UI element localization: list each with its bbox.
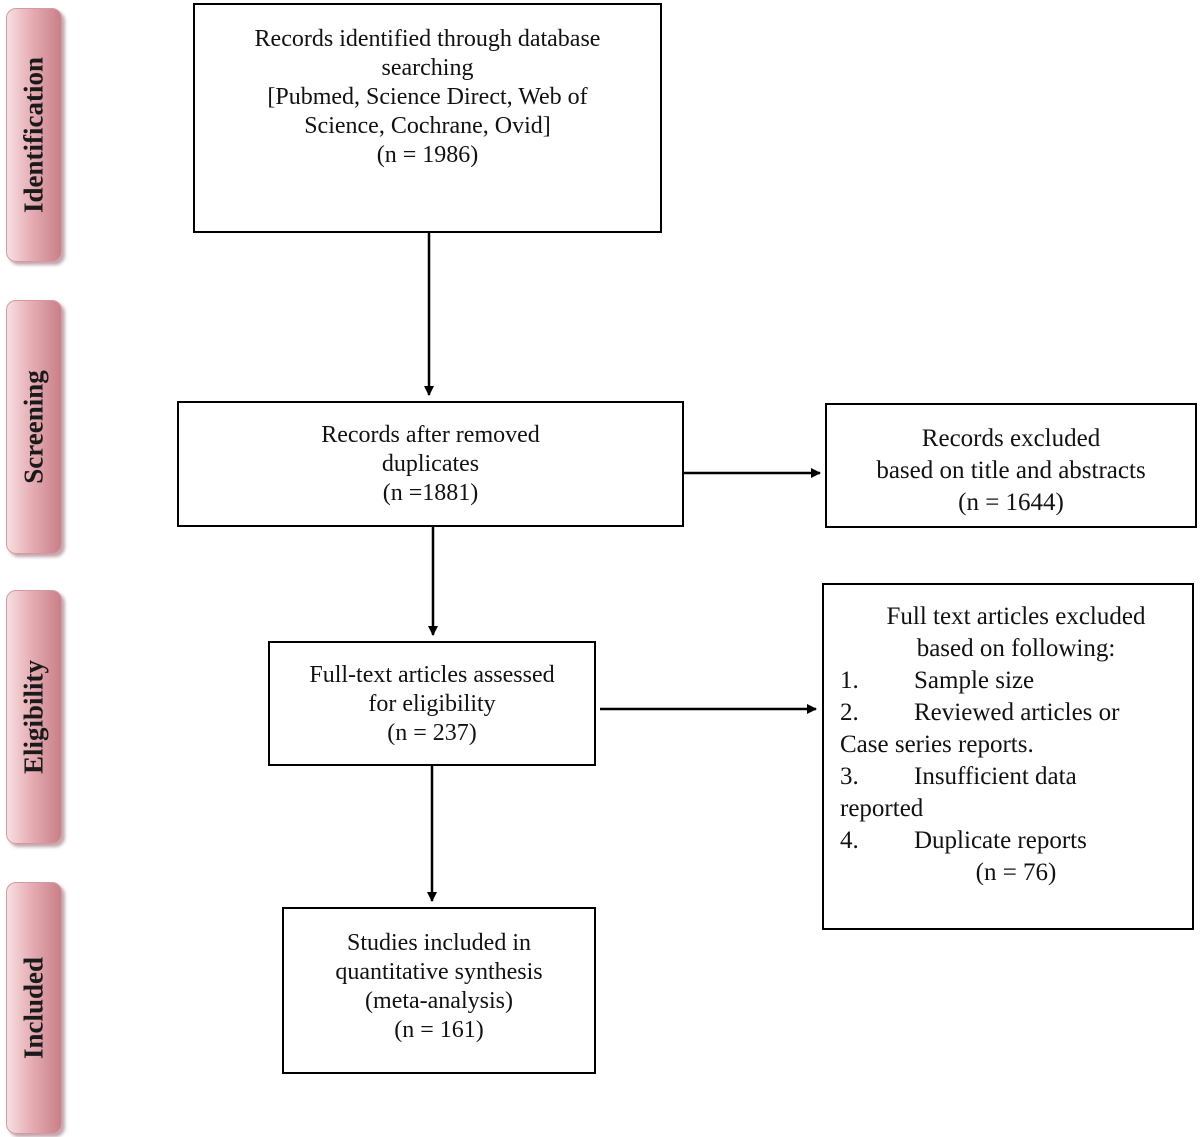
box-studies-included: Studies included in quantitative synthes… <box>282 907 596 1074</box>
exclusion-reason-2-cont: Case series reports. <box>840 731 1034 758</box>
identified-line-4: Science, Cochrane, Ovid] <box>304 113 551 139</box>
exclusion-reason-3-text: Insufficient data <box>914 763 1077 790</box>
exclusion-reason-2: 2. Reviewed articles or <box>840 697 1192 729</box>
exclusion-reason-1-text: Sample size <box>914 667 1035 694</box>
included-line-2: quantitative synthesis <box>335 959 543 985</box>
identified-count: (n = 1986) <box>376 142 479 168</box>
included-line-3: (meta-analysis) <box>365 988 513 1014</box>
box-records-excluded-title: Records excluded based on title and abst… <box>825 403 1197 528</box>
dedup-count: (n =1881) <box>382 480 479 506</box>
stage-eligibility: Eligibility <box>6 590 62 844</box>
identified-line-1: Records identified through database <box>254 26 601 52</box>
exclusion-reason-2-num: 2. <box>840 699 859 726</box>
excl-fulltext-count: (n = 76) <box>975 859 1057 886</box>
excl-title-line-2: based on title and abstracts <box>876 457 1146 484</box>
stage-included: Included <box>6 882 62 1134</box>
exclusion-reason-3-num: 3. <box>840 763 859 790</box>
box-records-deduplicated: Records after removed duplicates (n =188… <box>177 401 684 527</box>
dedup-line-2: duplicates <box>381 451 480 477</box>
stage-screening: Screening <box>6 300 62 554</box>
fulltext-line-2: for eligibility <box>368 691 496 717</box>
exclusion-reason-1-num: 1. <box>840 667 859 694</box>
identified-line-3: [Pubmed, Science Direct, Web of <box>267 84 588 110</box>
fulltext-line-1: Full-text articles assessed <box>309 662 555 688</box>
exclusion-reason-3-cont: reported <box>840 795 924 822</box>
dedup-line-1: Records after removed <box>321 422 540 448</box>
box-fulltext-assessed: Full-text articles assessed for eligibil… <box>268 641 596 766</box>
stage-identification: Identification <box>6 8 62 262</box>
excl-title-line-1: Records excluded <box>921 425 1101 452</box>
included-line-1: Studies included in <box>347 930 531 956</box>
exclusion-reason-4-num: 4. <box>840 827 859 854</box>
exclusion-reason-1: 1. Sample size <box>840 665 1192 697</box>
included-count: (n = 161) <box>394 1017 484 1043</box>
exclusion-reason-4: 4. Duplicate reports <box>840 825 1192 857</box>
exclusion-reason-2-text: Reviewed articles or <box>914 699 1120 726</box>
exclusion-reason-3: 3. Insufficient data <box>840 761 1192 793</box>
excl-fulltext-heading-1: Full text articles excluded <box>886 603 1146 630</box>
excl-title-count: (n = 1644) <box>958 489 1064 516</box>
exclusion-reason-4-text: Duplicate reports <box>914 827 1087 854</box>
box-records-identified: Records identified through database sear… <box>193 3 662 233</box>
excl-fulltext-heading-2: based on following: <box>916 635 1116 662</box>
fulltext-count: (n = 237) <box>387 720 477 746</box>
identified-line-2: searching <box>381 55 474 81</box>
box-fulltext-excluded: Full text articles excluded based on fol… <box>822 583 1194 930</box>
